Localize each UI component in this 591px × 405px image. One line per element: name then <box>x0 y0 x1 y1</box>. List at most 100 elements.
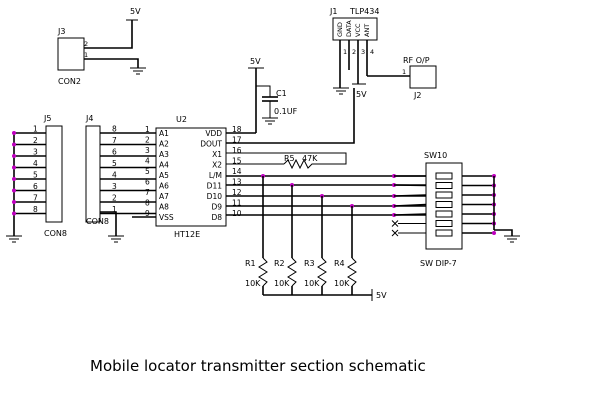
no-connect-mark <box>391 229 399 237</box>
j4-pin-number: 8 <box>112 125 117 134</box>
tlp-num-2: 2 <box>352 48 356 56</box>
j5-pin-number: 7 <box>33 194 38 203</box>
ground-symbol <box>130 67 146 75</box>
resistor-value: 10K <box>274 279 290 288</box>
j1-label: J1 <box>329 7 337 16</box>
tlp-5v-label: 5V <box>356 90 367 99</box>
dip-cell <box>435 191 453 199</box>
resistor-body <box>317 257 327 287</box>
j4-pin-number: 4 <box>112 171 117 180</box>
dip-cell <box>435 229 453 237</box>
j3-label: J3 <box>57 27 65 36</box>
u2-left-pin-number: 9 <box>145 209 150 218</box>
j5-pin-number: 8 <box>33 205 38 214</box>
u2-left-pin-name: A3 <box>159 150 169 159</box>
u2-right-pin-number: 12 <box>232 188 242 197</box>
junction-dot <box>492 231 496 235</box>
dip-switch-sw10: SW10 SW DIP-7 <box>391 151 520 268</box>
pull-5v-label: 5V <box>376 291 387 300</box>
c1-5v-label: 5V <box>250 57 261 66</box>
sw10-label: SW10 <box>424 151 447 160</box>
u2-left-pin-number: 1 <box>145 125 150 134</box>
j5-pin-number: 1 <box>33 125 38 134</box>
r5-label: R5 <box>284 154 295 163</box>
u2-right-pin-name: X2 <box>212 161 222 170</box>
u2-right-pin-name: D11 <box>207 182 223 191</box>
dip-cell <box>435 201 453 208</box>
dip-cell <box>435 172 453 180</box>
resistor-label: R2 <box>274 259 285 268</box>
u2-left-pin-number: 7 <box>145 188 150 197</box>
junction-dot <box>12 177 16 181</box>
j4-label: J4 <box>85 114 93 123</box>
dip-cell <box>435 210 453 218</box>
u2-left-pin-number: 4 <box>145 157 150 166</box>
u2-left-pin-name: A8 <box>159 203 169 212</box>
j4-pin-number: 2 <box>112 194 117 203</box>
dip-cell <box>435 220 453 227</box>
resistor-value: 10K <box>334 279 350 288</box>
j5-con8-label: CON8 <box>44 229 67 238</box>
u2-right-pin-name: D9 <box>211 203 222 212</box>
junction-dot <box>12 142 16 147</box>
tlp-num-1: 1 <box>343 48 347 56</box>
u2-left-pin-number: 6 <box>145 178 150 187</box>
connector-j3: J3 CON2 2 1 5V <box>57 7 146 86</box>
u2-left-pin-number: 5 <box>145 167 150 176</box>
junction-dot <box>12 188 16 193</box>
c1-label: C1 <box>276 89 287 98</box>
u2-right-pin-number: 18 <box>232 125 242 134</box>
u2-left-pin-number: 8 <box>145 199 150 208</box>
junction-dot <box>12 131 16 135</box>
u2-left-pin-name: VSS <box>159 213 174 222</box>
dip-input <box>393 203 427 207</box>
u2-right-pin-number: 17 <box>232 136 242 145</box>
dip-cell <box>435 182 453 189</box>
resistor-value: 10K <box>245 279 261 288</box>
j2-pin: 1 <box>402 68 406 76</box>
dip-input <box>393 184 427 187</box>
j3-con2-label: CON2 <box>58 77 81 86</box>
ht12e-label: HT12E <box>174 230 200 239</box>
capacitor-c1: 5V C1 0.1UF <box>248 57 298 133</box>
u2-right-pin-number: 13 <box>232 178 242 187</box>
junction-dot <box>12 211 16 216</box>
tlp-num-3: 3 <box>361 48 365 56</box>
j5-pin-number: 4 <box>33 159 38 168</box>
u2-right-pin-name: D8 <box>211 213 222 222</box>
j4-pin-number: 3 <box>112 182 117 191</box>
u2-left-pin-name: A6 <box>159 182 169 191</box>
u2-right-pin-number: 15 <box>232 157 242 166</box>
diagram-caption: Mobile locator transmitter section schem… <box>90 357 426 375</box>
tlp-pin-gnd: GND <box>336 22 344 37</box>
u2-right-pin-name: D10 <box>207 192 223 201</box>
resistor-label: R4 <box>334 259 345 268</box>
dip-input <box>393 213 427 216</box>
u2-right-pin-number: 14 <box>232 167 242 176</box>
u2-left-pin-name: A2 <box>159 140 169 149</box>
j3-pin1: 1 <box>84 51 88 59</box>
j5-pin-number: 3 <box>33 148 38 157</box>
u2-right-pin-number: 16 <box>232 146 242 155</box>
j4-con8-label: CON8 <box>86 217 109 226</box>
u2-left-pin-name: A7 <box>159 192 169 201</box>
j2-label: J2 <box>413 91 421 100</box>
junction-dot <box>12 200 16 204</box>
junction-dot <box>12 154 16 158</box>
j4-pin-number: 5 <box>112 159 117 168</box>
tlp434-label: TLP434 <box>349 7 379 16</box>
u2-left-pin-name: A1 <box>159 129 169 138</box>
u2-right-pin-name: X1 <box>212 150 222 159</box>
u2-right-pin-name: DOUT <box>200 140 222 149</box>
resistor-label: R1 <box>245 259 256 268</box>
rf-module-j1: J1 TLP434 GND DATA VCC ANT 1 2 3 4 5V RF… <box>329 7 437 100</box>
tlp-pin-vcc: VCC <box>354 23 362 37</box>
sw-dip-label: SW DIP-7 <box>420 259 457 268</box>
j4-pin-number: 7 <box>112 136 117 145</box>
c1-value: 0.1UF <box>274 107 298 116</box>
j5-pin-number: 6 <box>33 182 38 191</box>
